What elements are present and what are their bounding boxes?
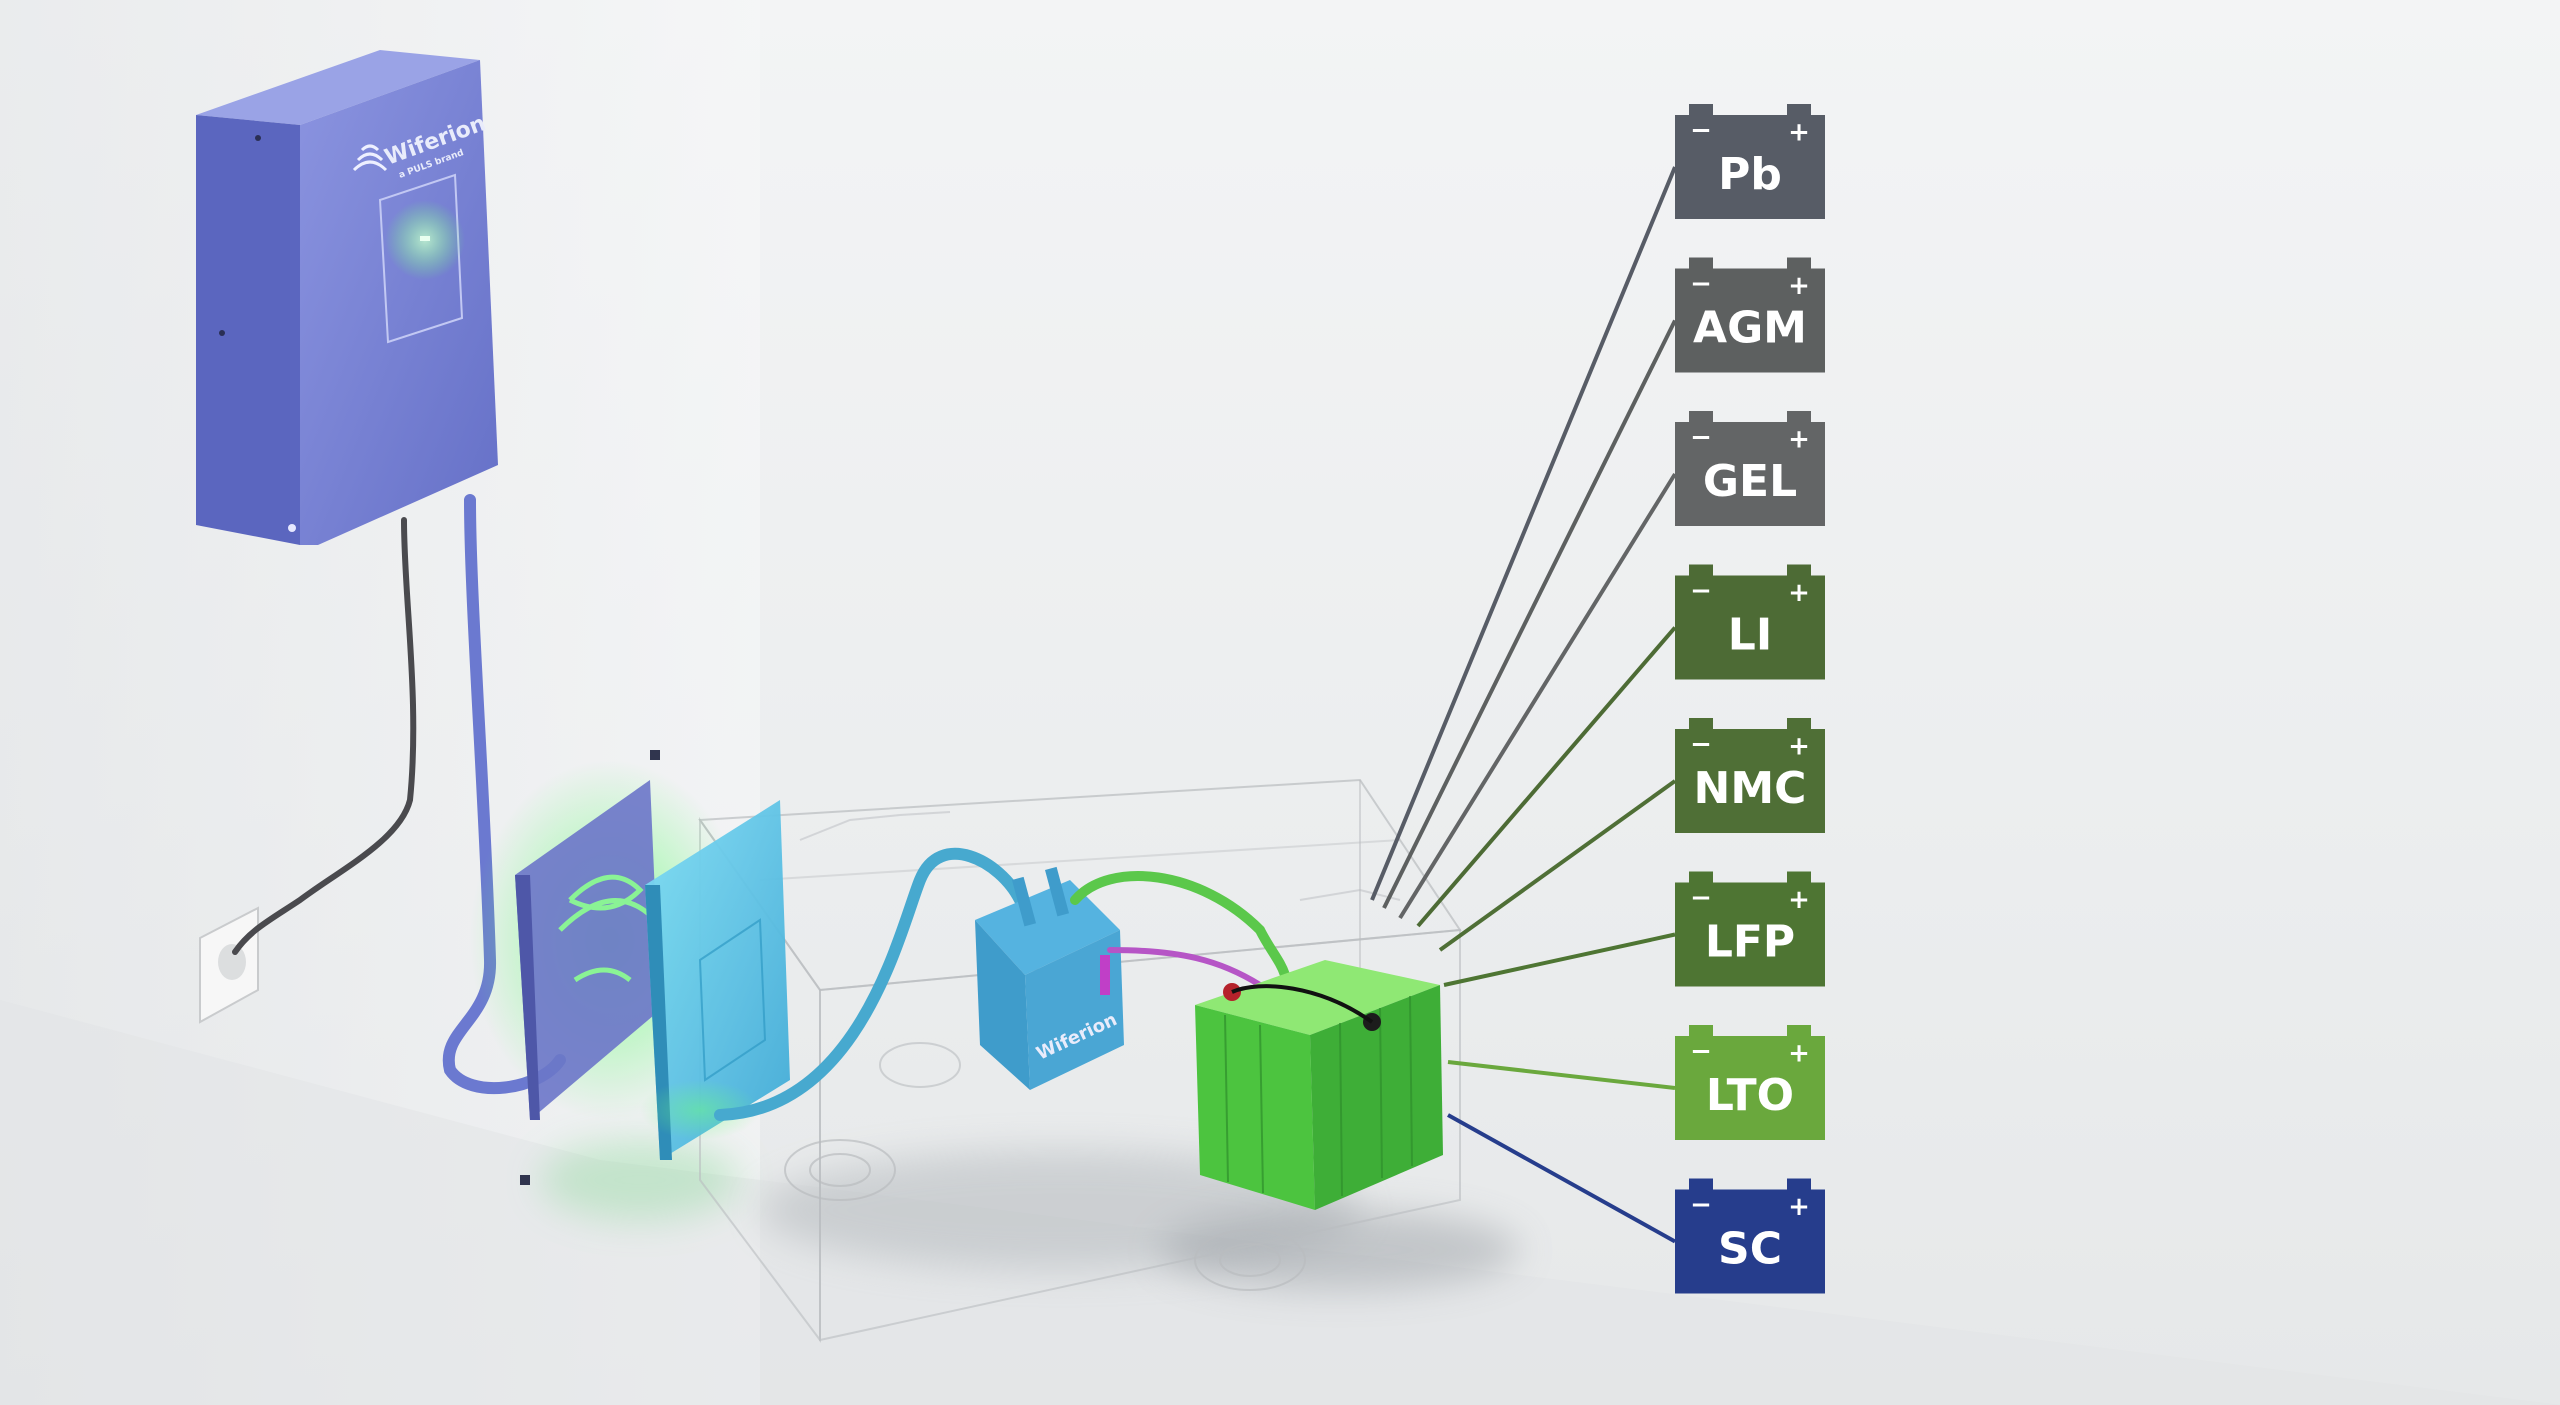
positive-terminal xyxy=(1787,718,1811,731)
battery-label-sc: SC xyxy=(1718,1224,1782,1275)
minus-sign: − xyxy=(1690,269,1712,299)
minus-sign: − xyxy=(1690,116,1712,146)
minus-sign: − xyxy=(1690,576,1712,606)
wall-socket xyxy=(199,906,259,1024)
battery-icon-gel: − +GEL xyxy=(1675,411,1825,526)
battery-label-lto: LTO xyxy=(1706,1070,1794,1121)
battery-body xyxy=(1675,422,1825,526)
battery-icon-pb: − +Pb xyxy=(1675,104,1825,219)
minus-sign: − xyxy=(1690,423,1712,453)
module-battery-cable-purple xyxy=(1107,947,1263,988)
battery-body xyxy=(1675,882,1825,987)
minus-sign: − xyxy=(1690,1190,1712,1220)
negative-terminal xyxy=(1689,257,1713,271)
charging-module: Wiferion xyxy=(975,866,1124,1090)
positive-terminal xyxy=(1787,564,1811,578)
negative-terminal xyxy=(1689,1178,1713,1192)
battery-label-gel: GEL xyxy=(1703,456,1797,507)
battery-label-nmc: NMC xyxy=(1694,763,1807,814)
minus-sign: − xyxy=(1690,883,1712,913)
negative-terminal xyxy=(1689,564,1713,578)
plus-sign: + xyxy=(1788,732,1810,762)
negative-terminal xyxy=(1689,104,1713,117)
charger-power-cable xyxy=(232,517,417,955)
battery-body xyxy=(1675,729,1825,833)
minus-sign: − xyxy=(1690,1037,1712,1067)
battery-type-connectors xyxy=(1370,166,1677,1244)
vehicle-battery xyxy=(1195,960,1443,1210)
battery-body xyxy=(1675,575,1825,680)
battery-label-lfp: LFP xyxy=(1705,917,1795,968)
battery-label-li: LI xyxy=(1728,610,1772,661)
plus-sign: + xyxy=(1788,425,1810,455)
positive-terminal xyxy=(1787,1025,1811,1038)
negative-terminal xyxy=(1689,411,1713,424)
positive-terminal xyxy=(1787,871,1811,885)
connector-line-li xyxy=(1416,626,1677,928)
plus-sign: + xyxy=(1788,885,1810,915)
connector-line-nmc xyxy=(1438,779,1677,952)
connector-line-lfp xyxy=(1443,932,1676,987)
receiver-pad xyxy=(640,800,790,1160)
connector-line-sc xyxy=(1447,1113,1676,1244)
battery-body xyxy=(1675,1036,1825,1140)
battery-label-pb: Pb xyxy=(1718,149,1782,200)
battery-icon-nmc: − +NMC xyxy=(1675,718,1825,833)
plus-sign: + xyxy=(1788,1192,1810,1222)
positive-terminal xyxy=(1787,257,1811,271)
negative-terminal xyxy=(1689,1025,1713,1038)
pad-module-cable xyxy=(714,847,1026,1121)
battery-body xyxy=(1675,268,1825,373)
battery-icon-lto: − +LTO xyxy=(1675,1025,1825,1140)
battery-body xyxy=(1675,1189,1825,1294)
battery-label-agm: AGM xyxy=(1693,303,1807,354)
plus-sign: + xyxy=(1788,1039,1810,1069)
battery-icon-lfp: − +LFP xyxy=(1675,871,1825,987)
battery-icon-li: − + LI xyxy=(1675,564,1825,680)
plus-sign: + xyxy=(1788,578,1810,608)
battery-icon-agm: − +AGM xyxy=(1675,257,1825,373)
positive-terminal xyxy=(1787,1178,1811,1192)
connector-line-agm xyxy=(1382,319,1677,909)
battery-body xyxy=(1675,115,1825,219)
plus-sign: + xyxy=(1788,271,1810,301)
connector-line-pb xyxy=(1370,166,1677,901)
negative-terminal xyxy=(1689,871,1713,885)
wall-charger: Wiferion a PULS brand xyxy=(196,50,498,545)
minus-sign: − xyxy=(1690,730,1712,760)
battery-type-list: −+Pb−+AGM−+GEL−+LI−+NMC−+LFP−+LTO−+SC xyxy=(1675,104,1825,1294)
plus-sign: + xyxy=(1788,118,1810,148)
connector-line-gel xyxy=(1398,472,1677,920)
negative-terminal xyxy=(1689,718,1713,731)
battery-icon-sc: − +SC xyxy=(1675,1178,1825,1294)
positive-terminal xyxy=(1787,104,1811,117)
positive-terminal xyxy=(1787,411,1811,424)
connector-line-lto xyxy=(1447,1060,1676,1090)
module-battery-cable-green xyxy=(1070,871,1290,980)
